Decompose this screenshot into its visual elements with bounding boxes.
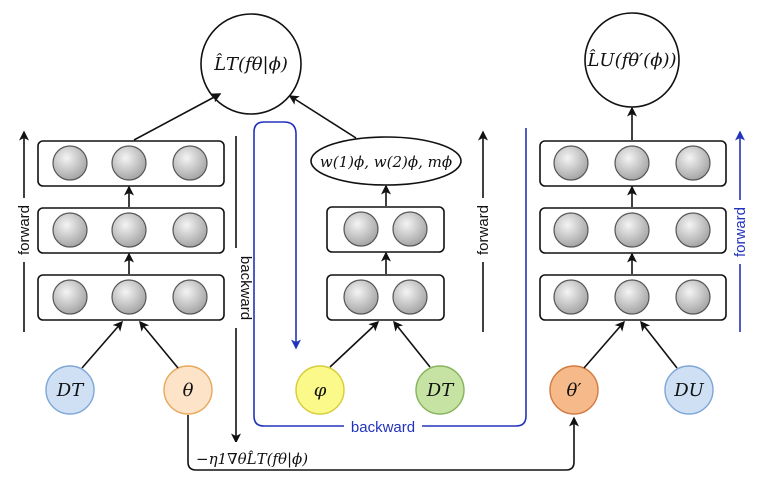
d-t-2-input-arrow [393, 320, 431, 368]
left-neuron [52, 279, 88, 315]
middle-neuron [343, 279, 379, 315]
right-neuron [675, 212, 711, 248]
forward-left-label-bg [15, 198, 33, 262]
left-neuron [52, 212, 88, 248]
forward-middle-label: forward [475, 205, 492, 255]
backward-bottom-label-bg [344, 418, 422, 434]
backward-left-label-bg [227, 248, 245, 328]
left-neuron [111, 279, 147, 315]
d-u-node: DU [664, 365, 714, 415]
loss-u-text: L̂U(fθ′(ϕ)) [586, 49, 676, 71]
theta-prime-input-arrow [583, 320, 625, 369]
d-t-2-text: DT [426, 380, 455, 401]
forward-left-label: forward [16, 205, 33, 255]
backward-bottom-path [253, 121, 527, 427]
d-t-input-arrow [81, 320, 123, 369]
theta-node: θ [163, 365, 213, 415]
update-rule-label: −η1∇θL̂T(fθ|ϕ) [196, 450, 308, 468]
right-neuron [675, 145, 711, 181]
right-neuron [553, 279, 589, 315]
forward-middle-label-bg [474, 198, 492, 262]
d-t-node-2: DT [415, 365, 465, 415]
right-neuron [614, 212, 650, 248]
meta-weights-node: w(1)ϕ, w(2)ϕ, mϕ [310, 136, 462, 186]
right-neuron [553, 212, 589, 248]
middle-network [326, 184, 445, 321]
left-neuron [172, 212, 208, 248]
backward-bottom-label: backward [351, 419, 415, 436]
forward-right-label: forward [732, 207, 749, 257]
right-network [539, 106, 727, 321]
theta-text: θ [183, 380, 194, 401]
left-neuron [111, 145, 147, 181]
loss-u-node: L̂U(fθ′(ϕ)) [584, 12, 680, 108]
d-t-node: DT [45, 365, 95, 415]
forward-right-label-bg [731, 200, 749, 264]
left-network [37, 140, 225, 321]
phi-input-arrow [329, 320, 380, 368]
theta-prime-text: θ′ [567, 380, 582, 401]
left-neuron [111, 212, 147, 248]
middle-neuron [392, 211, 428, 247]
loss-t-node: L̂T(fθ|ϕ) [200, 13, 302, 115]
left-neuron [172, 279, 208, 315]
phi-node: φ [295, 365, 345, 415]
update-path [187, 415, 579, 471]
left-to-loss-arrow [133, 93, 222, 141]
middle-neuron [343, 211, 379, 247]
right-neuron [553, 145, 589, 181]
phi-text: φ [314, 380, 327, 401]
left-neuron [172, 145, 208, 181]
backward-left-label: backward [237, 256, 254, 320]
weights-to-loss-arrow [288, 95, 357, 139]
middle-neuron [392, 279, 428, 315]
right-neuron [614, 279, 650, 315]
loss-t-text: L̂T(fθ|ϕ) [213, 53, 288, 75]
right-neuron [614, 145, 650, 181]
update-rule-bg [194, 442, 370, 468]
d-u-input-arrow [640, 320, 678, 369]
d-t-text: DT [56, 380, 85, 401]
theta-prime-node: θ′ [549, 365, 599, 415]
theta-input-arrow [139, 320, 179, 369]
d-u-text: DU [673, 380, 704, 401]
right-neuron [675, 279, 711, 315]
meta-weights-text: w(1)ϕ, w(2)ϕ, mϕ [320, 153, 452, 171]
left-neuron [52, 145, 88, 181]
